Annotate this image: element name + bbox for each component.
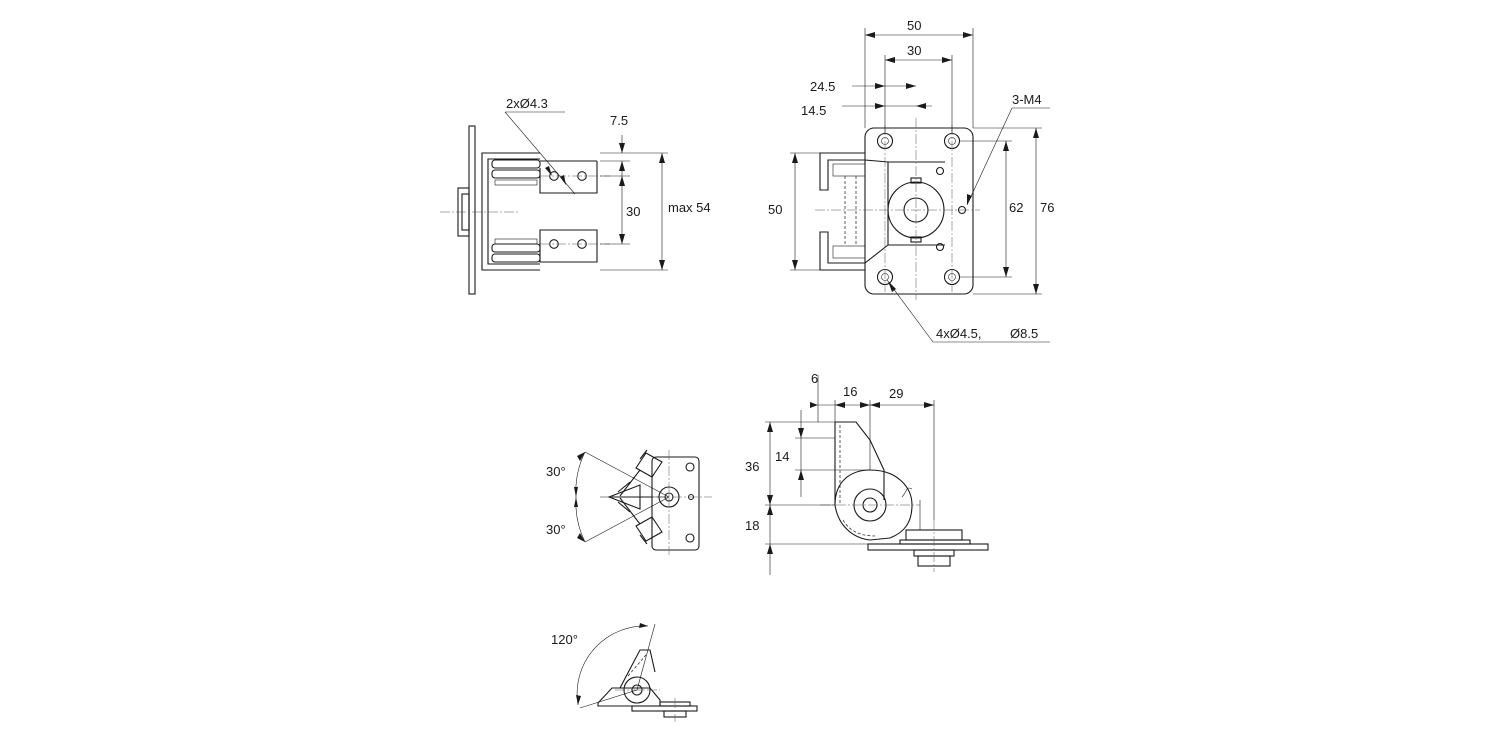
profile-dim-b: 16 (843, 384, 857, 399)
side-dim-max: max 54 (668, 200, 711, 215)
fold-view: 120° (551, 623, 698, 722)
front-hole-callout: 4xØ4.5, (936, 326, 982, 341)
front-dim-width-outer: 50 (907, 18, 921, 33)
front-dim-height-outer: 76 (1040, 200, 1054, 215)
swivel-angle-bottom: 30° (546, 522, 566, 537)
front-dim-offset-b: 14.5 (801, 103, 826, 118)
profile-dim-h2: 14 (775, 449, 789, 464)
profile-dim-h3: 18 (745, 518, 759, 533)
profile-view: 6 16 29 36 14 18 (745, 371, 989, 575)
profile-dim-h1: 36 (745, 459, 759, 474)
front-dim-width-holes: 30 (907, 43, 921, 58)
profile-dim-a: 6 (811, 371, 818, 386)
front-dim-height-left: 50 (768, 202, 782, 217)
swivel-angle-top: 30° (546, 464, 566, 479)
front-thread-callout: 3-M4 (1012, 92, 1042, 107)
front-dim-offset-a: 24.5 (810, 79, 835, 94)
profile-dim-c: 29 (889, 386, 903, 401)
side-dim-edge: 7.5 (610, 113, 628, 128)
side-view: 2xØ4.3 7.5 30 max 54 (440, 96, 711, 295)
front-counterbore-callout: Ø8.5 (1010, 326, 1038, 341)
front-dim-height-holes: 62 (1009, 200, 1023, 215)
side-dim-pitch: 30 (626, 204, 640, 219)
front-view: 50 30 24.5 14.5 3-M4 50 62 (768, 18, 1054, 343)
fold-angle: 120° (551, 632, 578, 647)
swivel-view: 30° 30° (546, 449, 712, 555)
side-hole-callout: 2xØ4.3 (506, 96, 548, 111)
